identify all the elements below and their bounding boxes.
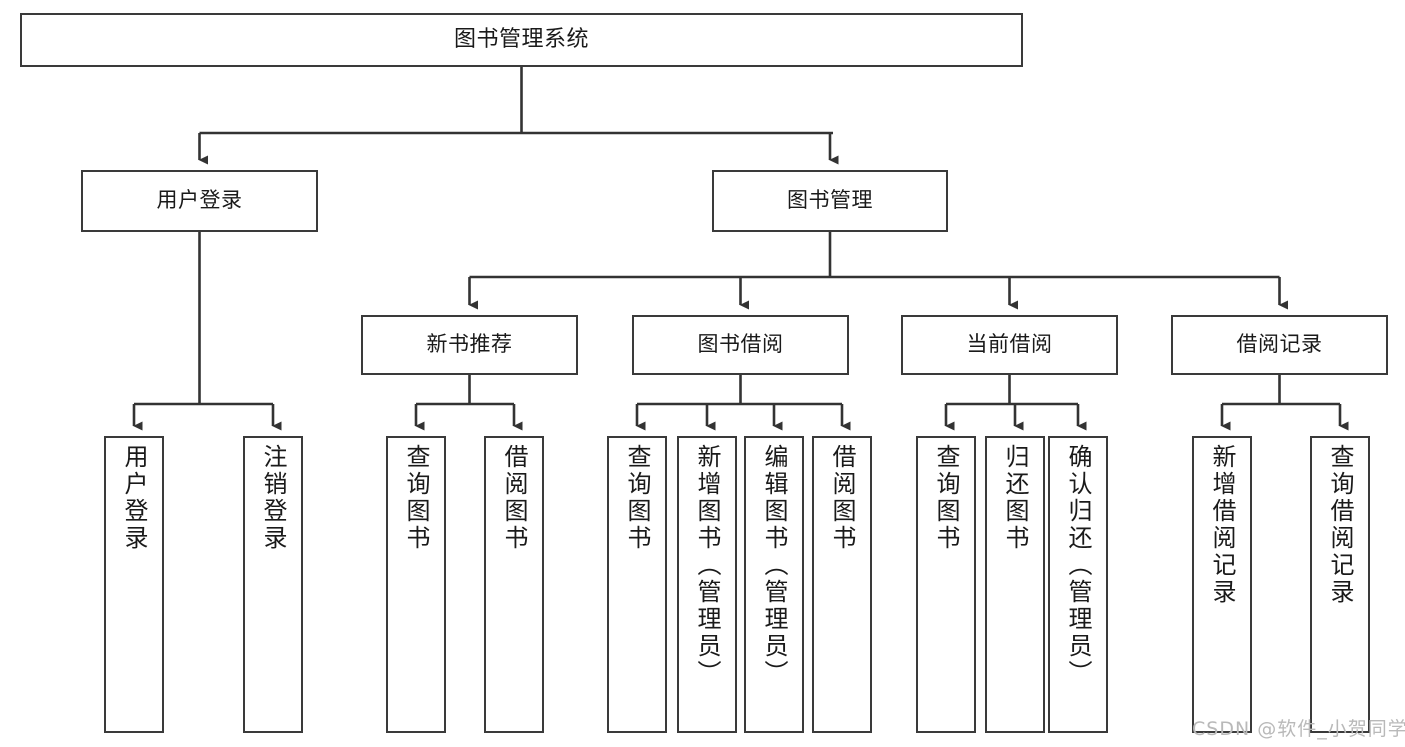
node-borrow-record[interactable]: 借阅记录 bbox=[1171, 315, 1388, 375]
node-book-management[interactable]: 图书管理 bbox=[712, 170, 948, 232]
node-label: 当前借阅 bbox=[966, 332, 1053, 357]
node-label: 查询图书 bbox=[623, 444, 651, 552]
node-label: 查询图书 bbox=[402, 444, 430, 552]
leaf-borrow-book[interactable]: 借阅图书 bbox=[812, 436, 872, 733]
leaf-add-book[interactable]: 新增图书（管理员） bbox=[677, 436, 737, 733]
leaf-logout[interactable]: 注销登录 bbox=[243, 436, 303, 733]
leaf-query-borrow-record[interactable]: 查询借阅记录 bbox=[1310, 436, 1370, 733]
csdn-watermark: CSDN @软件_小贺同学 bbox=[1192, 718, 1405, 740]
node-new-book-recommend[interactable]: 新书推荐 bbox=[361, 315, 578, 375]
node-root-system[interactable]: 图书管理系统 bbox=[20, 13, 1023, 67]
node-label: 注销登录 bbox=[259, 444, 287, 552]
leaf-query-book-current[interactable]: 查询图书 bbox=[916, 436, 976, 733]
leaf-borrow-book-recommend[interactable]: 借阅图书 bbox=[484, 436, 544, 733]
node-book-borrow[interactable]: 图书借阅 bbox=[632, 315, 849, 375]
leaf-query-book-recommend[interactable]: 查询图书 bbox=[386, 436, 446, 733]
leaf-confirm-return[interactable]: 确认归还（管理员） bbox=[1048, 436, 1108, 733]
node-current-borrow[interactable]: 当前借阅 bbox=[901, 315, 1118, 375]
node-label: 用户登录 bbox=[156, 188, 243, 213]
node-label: 图书管理系统 bbox=[453, 26, 589, 52]
node-label: 新增图书（管理员） bbox=[693, 444, 721, 687]
node-label: 借阅记录 bbox=[1236, 332, 1323, 357]
node-label: 编辑图书（管理员） bbox=[760, 444, 788, 687]
leaf-edit-book[interactable]: 编辑图书（管理员） bbox=[744, 436, 804, 733]
node-label: 用户登录 bbox=[120, 444, 148, 552]
node-label: 图书管理 bbox=[787, 188, 873, 213]
leaf-return-book[interactable]: 归还图书 bbox=[985, 436, 1045, 733]
leaf-add-borrow-record[interactable]: 新增借阅记录 bbox=[1192, 436, 1252, 733]
node-label: 借阅图书 bbox=[828, 444, 856, 552]
node-label: 归还图书 bbox=[1001, 444, 1029, 552]
node-label: 确认归还（管理员） bbox=[1064, 444, 1092, 687]
node-label: 图书借阅 bbox=[697, 332, 784, 357]
node-label: 查询图书 bbox=[932, 444, 960, 552]
leaf-user-login[interactable]: 用户登录 bbox=[104, 436, 164, 733]
node-user-login[interactable]: 用户登录 bbox=[81, 170, 318, 232]
node-label: 新增借阅记录 bbox=[1208, 444, 1236, 606]
leaf-query-book-borrow[interactable]: 查询图书 bbox=[607, 436, 667, 733]
node-label: 借阅图书 bbox=[500, 444, 528, 552]
node-label: 新书推荐 bbox=[426, 332, 513, 357]
node-label: 查询借阅记录 bbox=[1326, 444, 1354, 606]
